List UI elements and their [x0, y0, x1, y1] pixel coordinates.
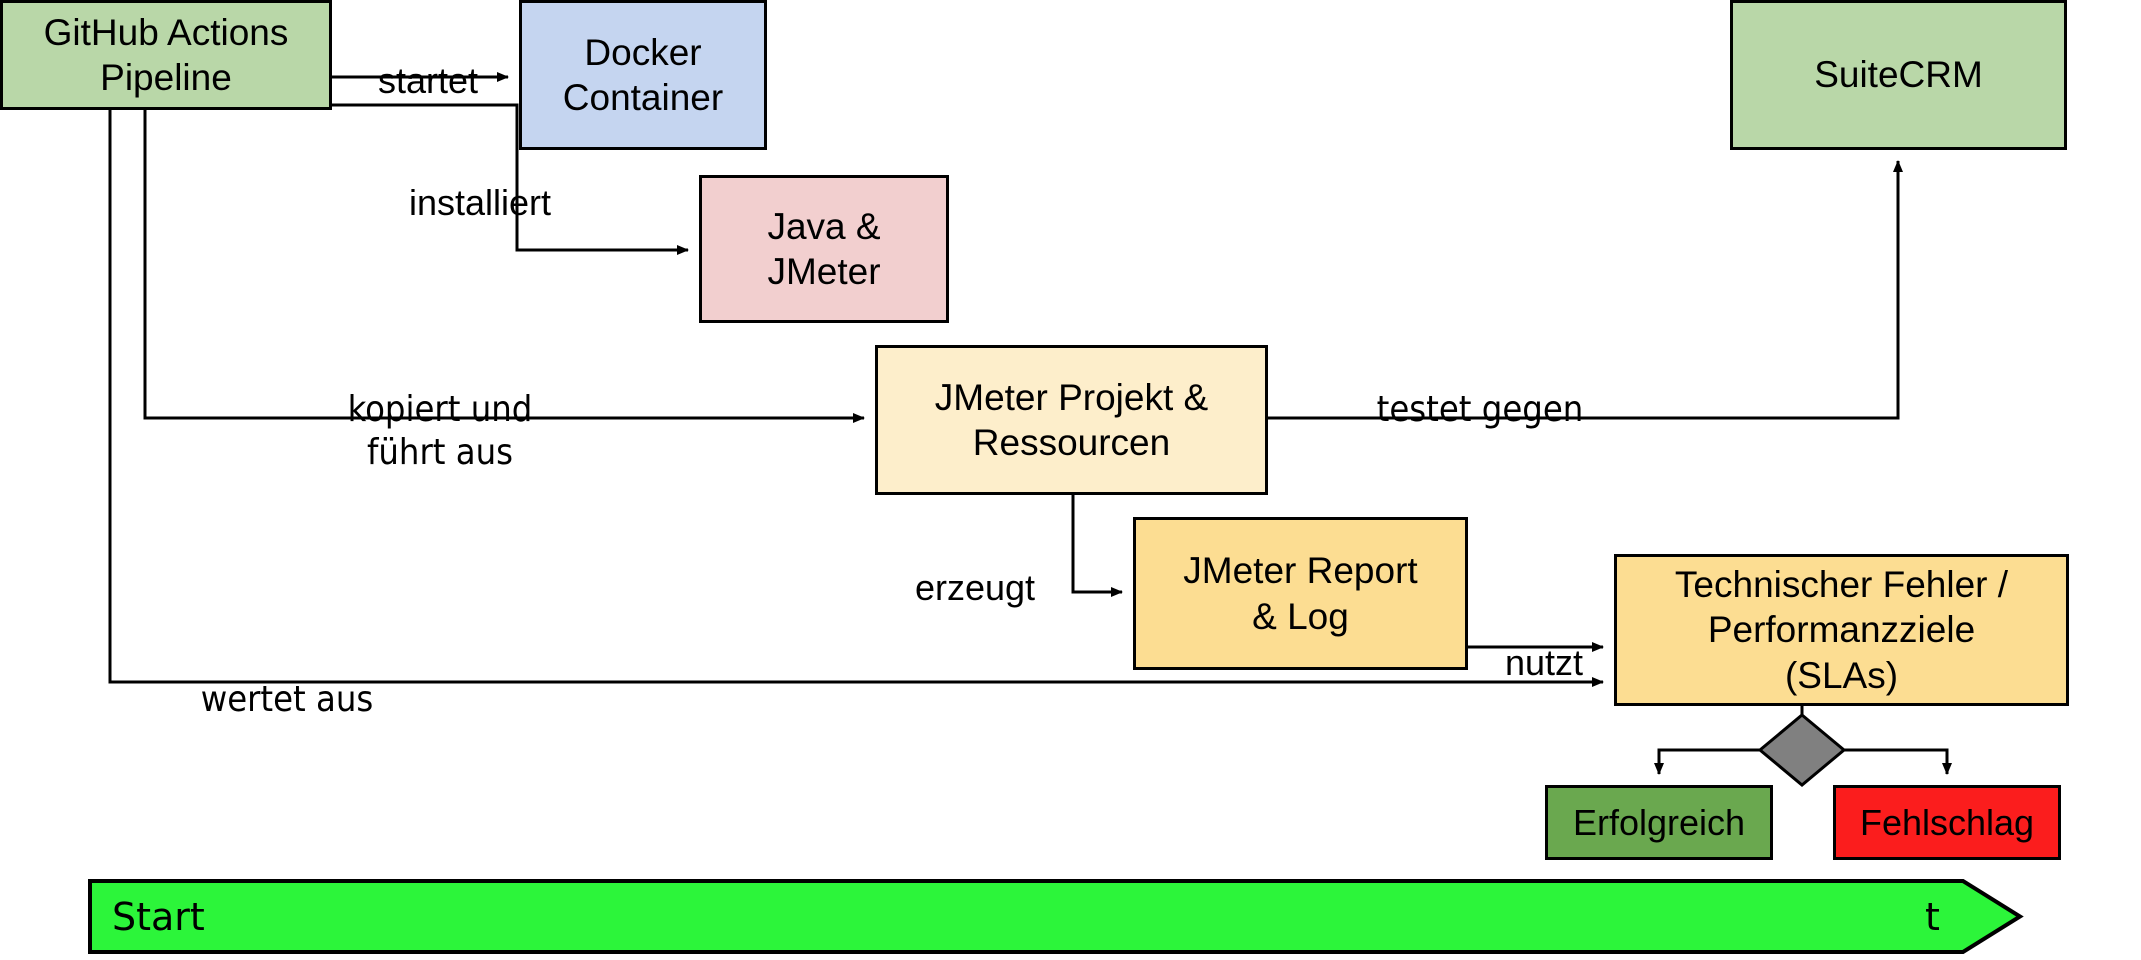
timeline-end-label: t	[1925, 895, 1940, 939]
node-label: GitHub Actions Pipeline	[43, 11, 289, 98]
node-erfolgreich[interactable]: Erfolgreich	[1545, 785, 1773, 860]
node-label: Erfolgreich	[1572, 801, 1746, 843]
node-label: Fehlschlag	[1859, 801, 2035, 843]
timeline-start-label: Start	[112, 895, 205, 939]
edge-decision-to-success	[1654, 748, 1760, 775]
timeline-start-text: Start	[112, 895, 205, 939]
node-github-actions-pipeline[interactable]: GitHub Actions Pipeline	[0, 0, 332, 110]
decision-diamond[interactable]	[1757, 713, 1847, 787]
node-label: JMeter Projekt & Ressourcen	[934, 376, 1209, 463]
node-label: JMeter Report & Log	[1183, 550, 1418, 637]
edge-github-to-sla	[108, 110, 1604, 687]
timeline-arrow-shape	[88, 879, 2024, 954]
node-suitecrm[interactable]: SuiteCRM	[1730, 0, 2067, 150]
node-docker-container[interactable]: Docker Container	[519, 0, 767, 150]
timeline-end-text: t	[1925, 895, 1940, 939]
edge-decision-to-failure	[1844, 748, 1952, 775]
node-fehlschlag[interactable]: Fehlschlag	[1833, 785, 2061, 860]
node-java-jmeter[interactable]: Java & JMeter	[699, 175, 949, 323]
edge-docker-to-java	[332, 103, 689, 255]
node-jmeter-projekt-ressourcen[interactable]: JMeter Projekt & Ressourcen	[875, 345, 1268, 495]
node-jmeter-report-log[interactable]: JMeter Report & Log	[1133, 517, 1468, 670]
node-label: Docker Container	[562, 31, 724, 118]
edge-github-to-project	[143, 110, 865, 423]
node-technischer-fehler-slas[interactable]: Technischer Fehler / Performanzziele (SL…	[1614, 554, 2069, 706]
node-label: Technischer Fehler / Performanzziele (SL…	[1674, 564, 2009, 696]
node-label: SuiteCRM	[1814, 54, 1983, 96]
edge-project-to-suitecrm	[1268, 160, 1903, 420]
edge-project-to-report	[1071, 495, 1123, 597]
node-label: Java & JMeter	[767, 205, 881, 292]
